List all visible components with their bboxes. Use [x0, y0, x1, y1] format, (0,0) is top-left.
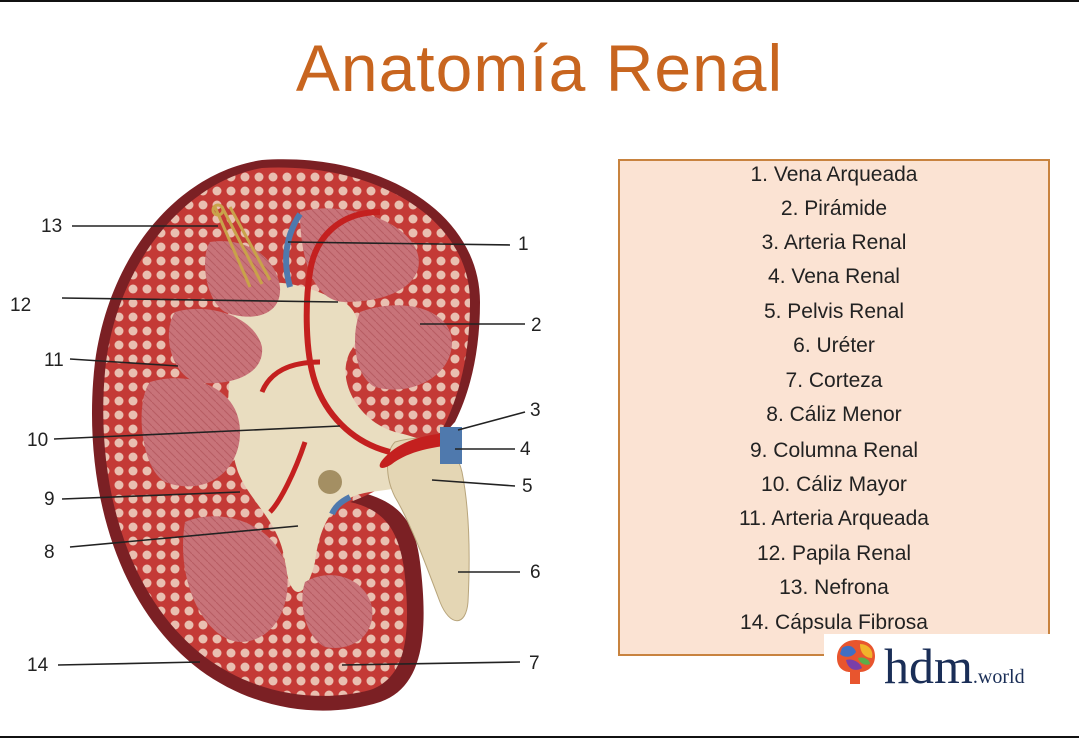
hdm-logo: hdm.world — [824, 634, 1050, 700]
arcuate-artery — [303, 209, 391, 455]
pyramid — [183, 516, 288, 642]
legend-item-1: 1. Vena Arqueada — [750, 163, 918, 186]
arcuate-vein — [283, 212, 303, 288]
callout-number-3: 3 — [530, 400, 541, 421]
pyramid — [302, 575, 373, 648]
callout-number-9: 9 — [44, 489, 55, 510]
legend-box: 1. Vena Arqueada 2. Pirámide 3. Arteria … — [618, 159, 1050, 656]
legend-item-4: 4. Vena Renal — [768, 265, 900, 288]
callout-number-7: 7 — [529, 653, 540, 674]
legend-item-5: 5. Pelvis Renal — [763, 300, 905, 323]
legend-item-11: 11. Arteria Arqueada — [739, 507, 929, 530]
callout-number-4: 4 — [520, 439, 531, 460]
leader-line-5 — [431, 479, 516, 487]
leader-line-12 — [61, 297, 339, 303]
hdm-logo-icon — [837, 640, 875, 684]
legend-item-10: 10. Cáliz Mayor — [761, 473, 907, 496]
callout-number-14: 14 — [27, 655, 49, 676]
minor-calyx-opening — [318, 470, 342, 494]
legend-item-14: 14. Cápsula Fibrosa — [740, 611, 928, 634]
leader-line-8 — [69, 525, 299, 548]
interlobar-artery — [259, 359, 321, 514]
legend-item-9: 9. Columna Renal — [749, 439, 919, 462]
renal-vein — [440, 427, 462, 464]
callout-number-5: 5 — [522, 476, 533, 497]
leader-line-9 — [61, 491, 241, 500]
callout-number-8: 8 — [44, 542, 55, 563]
hdm-logo-suffix: .world — [972, 666, 1025, 688]
pyramid — [205, 241, 281, 317]
legend-item-13: 13. Nefrona — [779, 576, 889, 599]
hdm-logo-name: hdm — [884, 638, 973, 694]
interlobar-vein — [329, 494, 352, 516]
callout-number-6: 6 — [530, 562, 541, 583]
nephron — [211, 203, 272, 288]
pyramid — [168, 308, 263, 384]
hdm-logo-text: hdm.world — [884, 638, 1025, 705]
leader-line-1 — [287, 241, 511, 246]
leader-lines — [53, 225, 526, 666]
leader-line-3 — [457, 411, 526, 431]
legend-item-6: 6. Uréter — [793, 334, 875, 357]
callout-number-10: 10 — [27, 430, 48, 451]
legend-item-7: 7. Corteza — [785, 369, 883, 392]
page-title: Anatomía Renal — [295, 31, 784, 105]
callout-number-11: 11 — [44, 350, 64, 371]
leader-line-14 — [57, 661, 201, 666]
callout-number-13: 13 — [41, 216, 62, 237]
leader-line-11 — [69, 358, 179, 367]
callout-number-12: 12 — [10, 295, 31, 316]
leader-line-7 — [341, 661, 521, 666]
callout-number-2: 2 — [531, 315, 542, 336]
renal-sinus — [228, 282, 450, 592]
pyramid — [355, 305, 452, 390]
legend-item-12: 12. Papila Renal — [756, 542, 912, 565]
callout-number-1: 1 — [518, 234, 529, 255]
legend-item-8: 8. Cáliz Menor — [766, 403, 902, 426]
legend-item-3: 3. Arteria Renal — [761, 231, 907, 254]
leader-line-10 — [53, 425, 341, 440]
legend-item-2: 2. Pirámide — [780, 197, 888, 220]
